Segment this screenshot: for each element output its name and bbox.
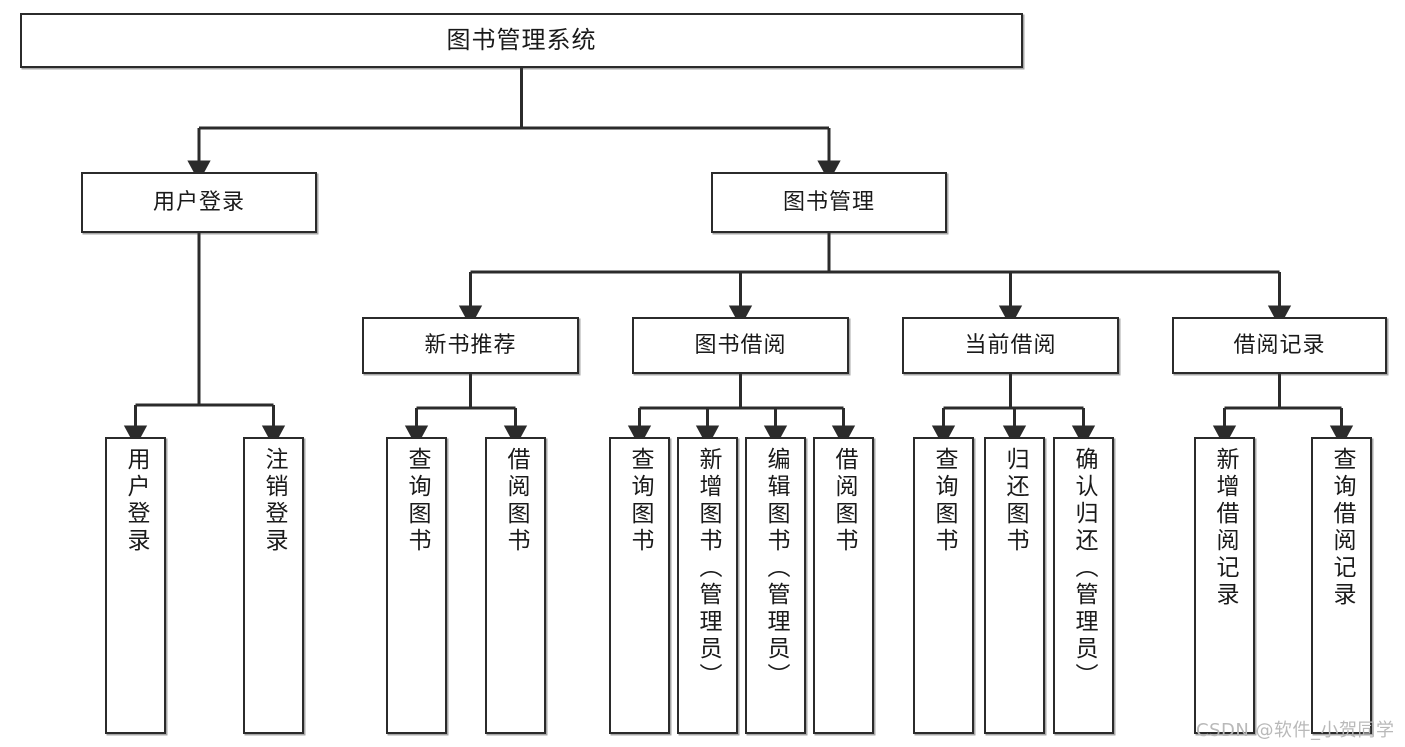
node-leaf-confirm-return-label: 确认归还（管理员） — [1071, 447, 1097, 690]
node-leaf-query-book-3[interactable]: 查询图书 — [913, 437, 974, 734]
node-leaf-query-book-1[interactable]: 查询图书 — [386, 437, 447, 734]
node-book-manage-label: 图书管理 — [782, 189, 875, 215]
node-leaf-add-book[interactable]: 新增图书（管理员） — [677, 437, 738, 734]
node-user-login[interactable]: 用户登录 — [81, 172, 317, 233]
node-new-book-recommend[interactable]: 新书推荐 — [362, 317, 579, 374]
node-leaf-user-login[interactable]: 用户登录 — [105, 437, 166, 734]
node-leaf-confirm-return[interactable]: 确认归还（管理员） — [1053, 437, 1114, 734]
csdn-watermark: CSDN @软件_小贺同学 — [1196, 720, 1395, 741]
node-leaf-query-book-1-label: 查询图书 — [404, 447, 430, 555]
node-leaf-borrow-book-2-label: 借阅图书 — [831, 447, 857, 555]
node-leaf-query-book-3-label: 查询图书 — [931, 447, 957, 555]
node-user-login-label: 用户登录 — [152, 189, 245, 215]
node-leaf-edit-book-label: 编辑图书（管理员） — [763, 447, 789, 690]
node-book-manage[interactable]: 图书管理 — [711, 172, 947, 233]
node-current-borrow-label: 当前借阅 — [964, 332, 1057, 358]
node-leaf-query-record[interactable]: 查询借阅记录 — [1311, 437, 1372, 734]
node-leaf-user-logout[interactable]: 注销登录 — [243, 437, 304, 734]
node-book-borrow-label: 图书借阅 — [694, 332, 787, 358]
node-leaf-add-record-label: 新增借阅记录 — [1212, 447, 1238, 609]
node-leaf-add-book-label: 新增图书（管理员） — [695, 447, 721, 690]
node-leaf-user-logout-label: 注销登录 — [261, 447, 287, 555]
node-leaf-return-book[interactable]: 归还图书 — [984, 437, 1045, 734]
node-leaf-edit-book[interactable]: 编辑图书（管理员） — [745, 437, 806, 734]
node-leaf-query-book-2[interactable]: 查询图书 — [609, 437, 670, 734]
node-leaf-borrow-book-1-label: 借阅图书 — [503, 447, 529, 555]
node-borrow-record[interactable]: 借阅记录 — [1172, 317, 1387, 374]
node-leaf-query-book-2-label: 查询图书 — [627, 447, 653, 555]
node-borrow-record-label: 借阅记录 — [1233, 332, 1326, 358]
node-leaf-borrow-book-2[interactable]: 借阅图书 — [813, 437, 874, 734]
node-leaf-borrow-book-1[interactable]: 借阅图书 — [485, 437, 546, 734]
node-leaf-add-record[interactable]: 新增借阅记录 — [1194, 437, 1255, 734]
node-book-borrow[interactable]: 图书借阅 — [632, 317, 849, 374]
node-current-borrow[interactable]: 当前借阅 — [902, 317, 1119, 374]
node-leaf-user-login-label: 用户登录 — [123, 447, 149, 555]
node-leaf-query-record-label: 查询借阅记录 — [1329, 447, 1355, 609]
node-leaf-return-book-label: 归还图书 — [1002, 447, 1028, 555]
node-root-label: 图书管理系统 — [446, 25, 597, 54]
node-root[interactable]: 图书管理系统 — [20, 13, 1023, 68]
node-new-book-recommend-label: 新书推荐 — [424, 332, 517, 358]
